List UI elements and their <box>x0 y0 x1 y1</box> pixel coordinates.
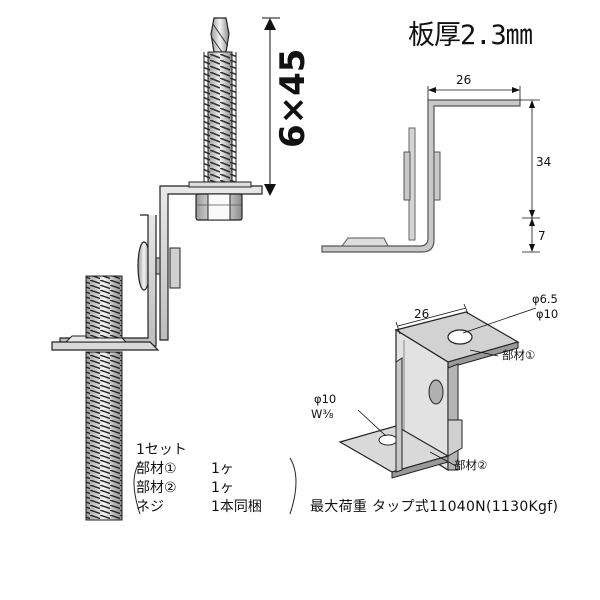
bracket-rivet <box>137 241 181 291</box>
drill-screw <box>203 17 237 183</box>
hole-top-label-2: φ10 <box>536 307 559 321</box>
set-row: ネジ 1本同梱 <box>136 498 291 517</box>
set-heading: 1セット <box>136 442 187 458</box>
screw-length-dimension <box>262 17 280 196</box>
part2-label: 部材② <box>454 458 488 472</box>
hex-nut <box>195 193 243 221</box>
assembled-bracket <box>51 17 280 521</box>
set-contents: 1セット 部材① 1ヶ 部材② 1ヶ ネジ 1本同梱 <box>136 441 291 517</box>
set-qty: 1ヶ <box>211 461 234 477</box>
set-item: 部材① <box>136 461 177 477</box>
side-width-label: 26 <box>456 73 472 87</box>
hole-bottom-label-1: φ10 <box>314 392 337 406</box>
screw-size-label: 6×45 <box>273 48 313 148</box>
max-load-label: 最大荷重 タップ式11040N(1130Kgf) <box>310 499 559 515</box>
set-row: 部材① 1ヶ <box>136 460 291 479</box>
set-brackets <box>133 457 297 515</box>
part1-label: 部材① <box>502 348 536 362</box>
lower-bracket <box>51 214 160 351</box>
set-item: 部材② <box>136 480 177 496</box>
threaded-rod <box>85 275 123 521</box>
set-row: 部材② 1ヶ <box>136 479 291 498</box>
iso-width-label: 26 <box>414 307 430 321</box>
plate-thickness-label: 板厚2.3㎜ <box>408 20 533 51</box>
hole-bottom-label-2: W⅜ <box>311 407 334 421</box>
side-height-label: 34 <box>536 155 552 169</box>
set-qty: 1ヶ <box>211 480 234 496</box>
isometric-view <box>338 303 537 479</box>
hole-top-label-1: φ6.5 <box>532 292 558 306</box>
set-qty: 1本同梱 <box>211 499 262 515</box>
side-profile <box>321 86 540 253</box>
side-bottom-label: 7 <box>538 229 546 243</box>
upper-bracket <box>159 181 263 341</box>
set-item: ネジ <box>136 499 164 515</box>
